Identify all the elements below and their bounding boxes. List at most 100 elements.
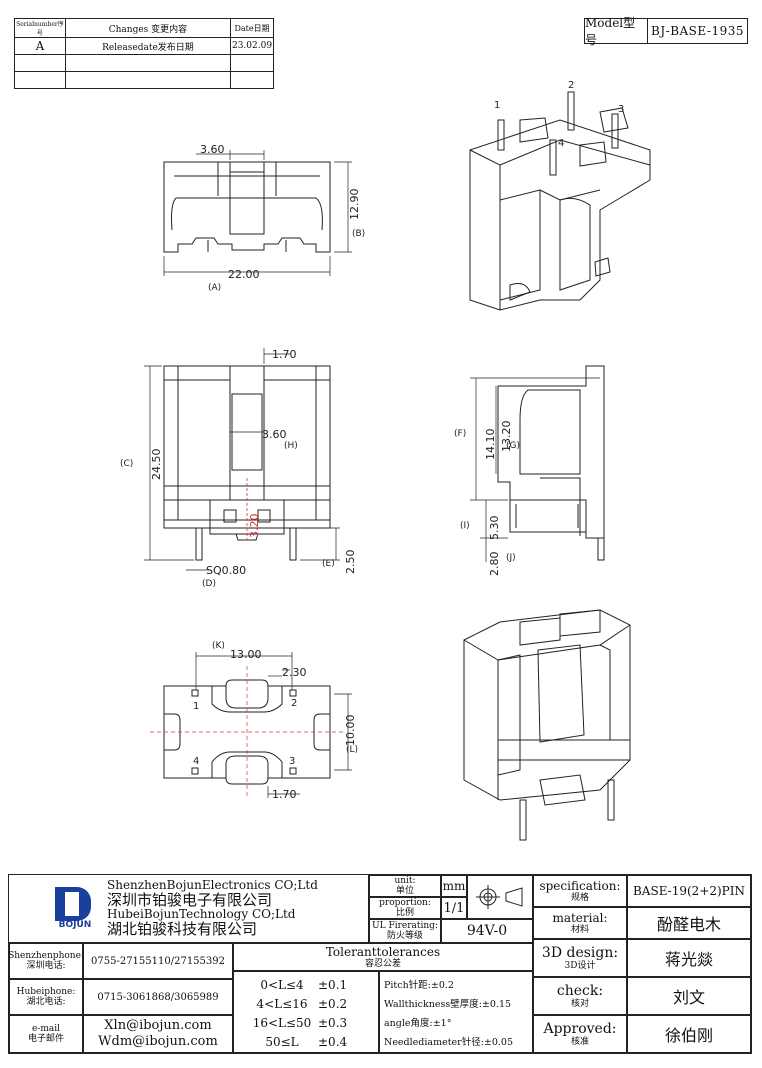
company-cn-2: 湖北铂骏科技有限公司 — [107, 920, 258, 938]
title-block: BOJUN ShenzhenBojunElectronics CO;Ltd 深圳… — [8, 874, 752, 1054]
iso-pin-label: 3 — [618, 104, 624, 115]
email-2: Wdm@ibojun.com — [98, 1034, 218, 1049]
proportion-label: proportion: — [379, 898, 431, 908]
dim-side-f-ref: (F) — [454, 429, 466, 439]
note-angle: angle角度:±1° — [384, 1018, 452, 1029]
approved-label-cell: Approved:核准 — [533, 1015, 627, 1053]
email-label-cn: 电子邮件 — [27, 1034, 64, 1044]
side-view — [497, 365, 605, 561]
sz-phone: 0755-27155110/27155392 — [83, 943, 233, 979]
proportion-label-cell: proportion:比例 — [369, 897, 441, 919]
dim-front-pinlen-ref: (E) — [322, 559, 335, 569]
spec-value: BASE-19(2+2)PIN — [627, 875, 751, 907]
dim-side-j-ref: (J) — [506, 553, 516, 563]
dim-front-pinlen: 2.50 — [344, 550, 357, 575]
approved-label: Approved: — [543, 1021, 617, 1037]
design-label: 3D design: — [541, 945, 619, 961]
dim-top-height: 12.90 — [348, 189, 361, 221]
dim-side-i: 5.30 — [488, 516, 501, 541]
front-view — [163, 365, 331, 561]
tol-value: ±0.2 — [318, 997, 348, 1011]
design-value: 蒋光燚 — [627, 939, 751, 977]
material-label-cell: material:材料 — [533, 907, 627, 939]
unit-label-cell: unit:单位 — [369, 875, 441, 897]
tol-range: 50≤L — [265, 1035, 299, 1049]
tolerance-list: 0<L≤4±0.1 4<L≤16 ±0.2 16<L≤50±0.3 50≤L ±0.… — [234, 972, 347, 1052]
design-label-cell: 3D design:3D设计 — [533, 939, 627, 977]
rev-cell — [64, 71, 232, 89]
check-label: check: — [556, 983, 604, 999]
tol-range: 0<L≤4 — [260, 978, 304, 992]
bottom-pin-label: 1 — [193, 701, 199, 712]
isometric-top-view — [469, 91, 651, 311]
projection-symbol-cell — [467, 875, 533, 919]
dim-front-inner-ref: (H) — [284, 441, 298, 451]
material-value: 酚醛电木 — [627, 907, 751, 939]
sz-phone-label-cell: Shenzhenphone:深圳电话: — [8, 943, 84, 979]
bottom-view-dims — [195, 652, 352, 798]
bottom-view-centerlines — [150, 666, 344, 796]
dim-top-height-ref: (B) — [352, 229, 365, 239]
dim-side-j: 2.80 — [488, 552, 501, 577]
dim-front-gap: 1.70 — [272, 348, 297, 361]
isometric-bottom-view — [463, 609, 631, 841]
tolerance-note-list: Pitch针距:±0.2 Wallthickness壁厚度:±0.15 angl… — [380, 972, 513, 1052]
email-label: e-mail — [31, 1024, 61, 1034]
top-view-dims — [163, 150, 352, 276]
company-en-2: HubeiBojunTechnology CO;Ltd — [107, 907, 296, 921]
dim-front-pin-ref: (D) — [202, 579, 216, 589]
dim-side-g: 13.20 — [500, 421, 513, 453]
drawing-area: 3.60 22.00 (A) 12.90 (B) 1.70 3.60 (H) (… — [120, 80, 651, 841]
front-view-dims — [144, 348, 340, 571]
company-cn-1: 深圳市铂骏电子有限公司 — [107, 891, 273, 909]
note-wall: Wallthickness壁厚度:±0.15 — [384, 999, 512, 1010]
model-box: Model型号 BJ-BASE-1935 — [584, 16, 748, 47]
unit-label-cn: 单位 — [395, 886, 414, 896]
dim-top-width-ref: (A) — [208, 283, 221, 293]
tol-range: 4<L≤16 — [256, 997, 308, 1011]
bottom-pin-label: 4 — [193, 756, 199, 767]
tolerance-ranges: 0<L≤4±0.1 4<L≤16 ±0.2 16<L≤50±0.3 50≤L ±0.… — [233, 971, 379, 1053]
proportion-label-cn: 比例 — [395, 908, 414, 918]
unit-value: mm — [441, 875, 467, 897]
note-pitch: Pitch针距:±0.2 — [384, 980, 454, 991]
hb-phone-label-cn: 湖北电话: — [26, 997, 66, 1007]
dim-bottom-l-ref: (L) — [346, 745, 358, 755]
bottom-pin-label: 2 — [291, 698, 297, 709]
ul-label-cn: 防火等级 — [386, 931, 423, 941]
tolerance-row: 4<L≤16 ±0.2 — [246, 995, 348, 1014]
logo-text: BOJUN — [58, 920, 92, 930]
dim-side-f: 14.10 — [484, 429, 497, 461]
hb-phone: 0715-3061868/3065989 — [83, 979, 233, 1015]
sz-phone-label: Shenzhenphone: — [8, 951, 84, 961]
tolerance-title-cn: 容忍公差 — [364, 958, 401, 969]
bottom-pin-label: 3 — [289, 756, 295, 767]
sz-phone-label-cn: 深圳电话: — [26, 961, 66, 971]
tolerance-row: 50≤L ±0.4 — [246, 1033, 347, 1052]
tol-value: ±0.4 — [318, 1035, 348, 1049]
dim-side-i-ref: (I) — [460, 521, 470, 531]
material-label: material: — [552, 911, 608, 925]
company-names: ShenzhenBojunElectronics CO;Ltd 深圳市铂骏电子有… — [107, 879, 318, 938]
spec-label-cell: specification:规格 — [533, 875, 627, 907]
check-label-cell: check:核对 — [533, 977, 627, 1015]
dim-top-slot: 3.60 — [200, 143, 225, 156]
top-view — [163, 161, 331, 253]
tolerance-row: 0<L≤4±0.1 — [246, 976, 347, 995]
proportion-value: 1/1 — [441, 897, 467, 919]
hb-phone-label-cell: Hubeiphone:湖北电话: — [9, 979, 83, 1015]
tolerance-notes: Pitch针距:±0.2 Wallthickness壁厚度:±0.15 angl… — [379, 971, 533, 1053]
dim-bottom-k-ref: (K) — [212, 641, 225, 651]
check-label-cn: 核对 — [570, 999, 589, 1009]
dim-bottom-l: 10.00 — [344, 715, 357, 747]
approved-value: 徐伯刚 — [627, 1015, 751, 1053]
dim-front-pin: SQ0.80 — [206, 564, 246, 577]
dim-front-inner: 3.60 — [262, 428, 287, 441]
dim-front-height: 24.50 — [150, 449, 163, 481]
tolerance-row: 16<L≤50±0.3 — [246, 1014, 347, 1033]
note-needle: Needlediameter针径:±0.05 — [384, 1037, 514, 1048]
iso-pin-label: 1 — [494, 100, 500, 111]
model-value: BJ-BASE-1935 — [651, 24, 744, 38]
